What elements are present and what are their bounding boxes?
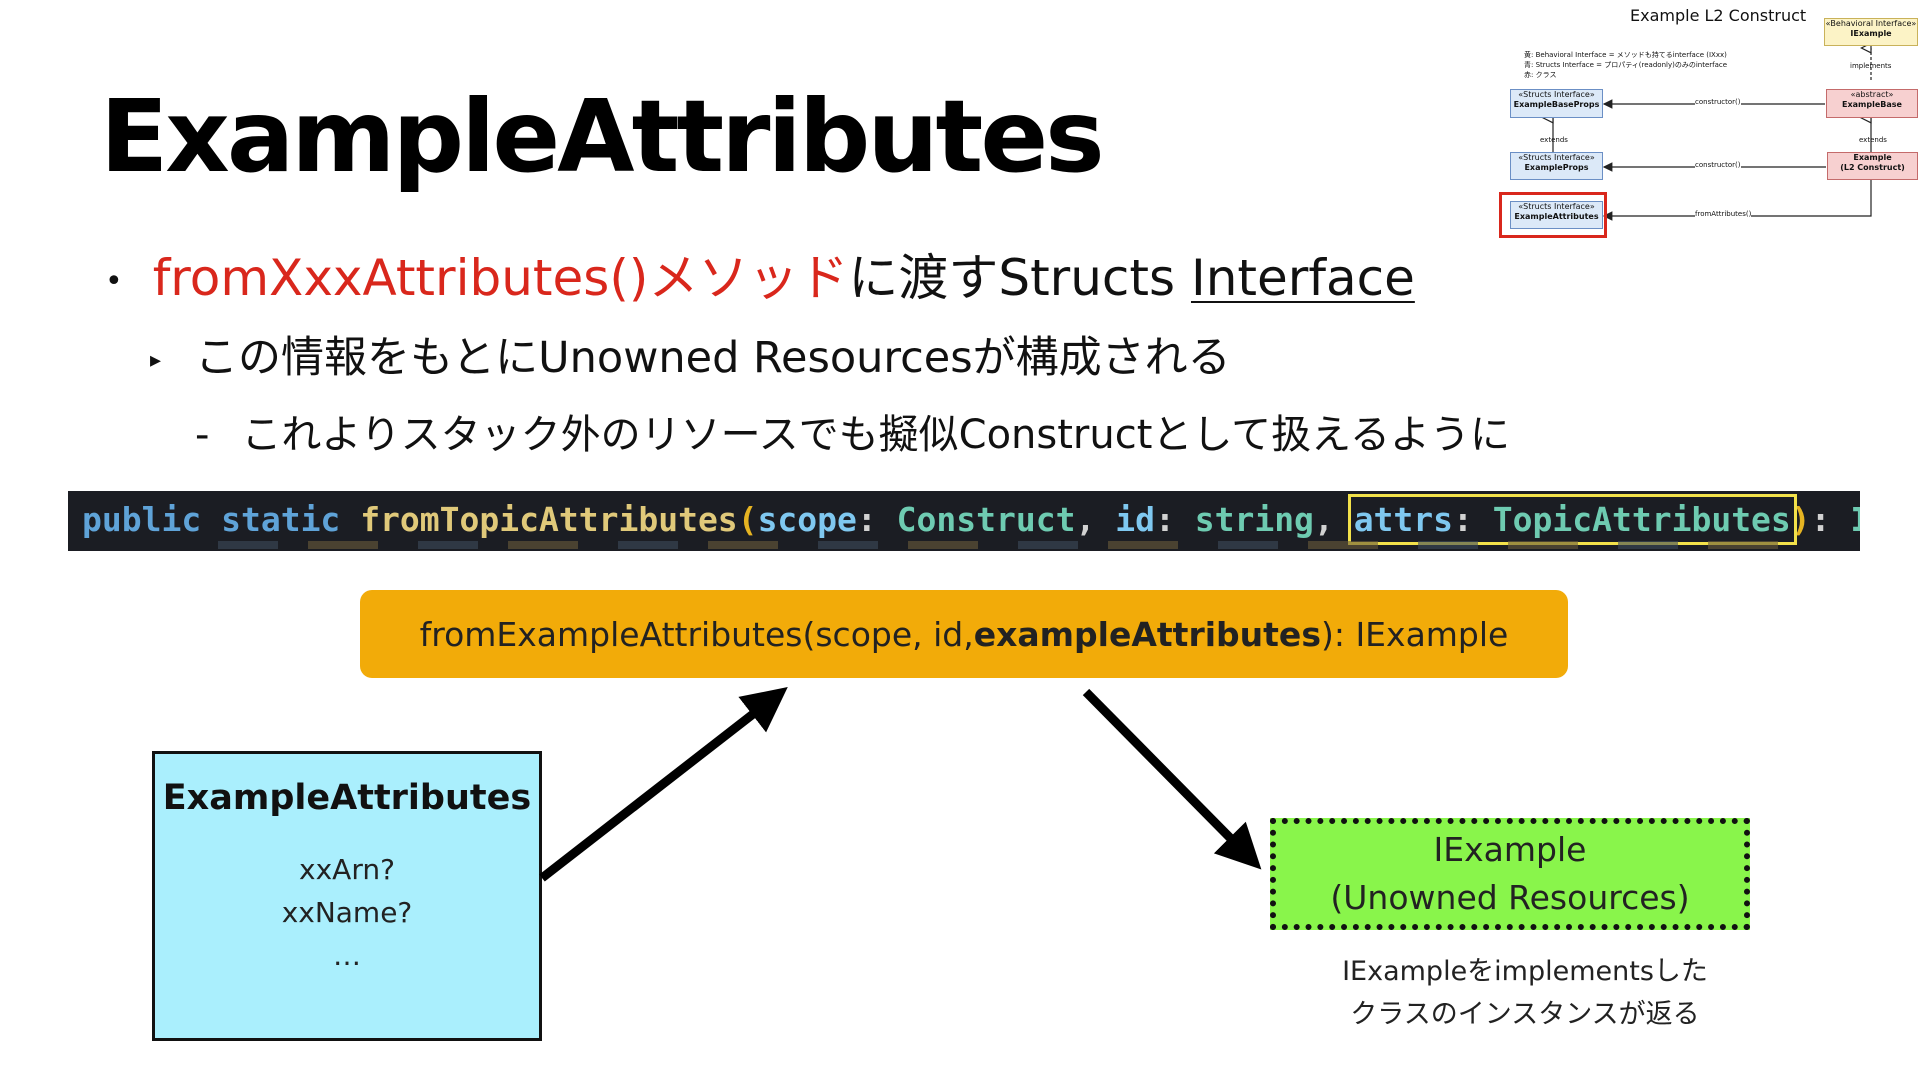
iexample-result-box: IExample (Unowned Resources) bbox=[1270, 818, 1750, 930]
thumb-label-extends: extends bbox=[1540, 136, 1568, 144]
thumb-label-constructor: constructor() bbox=[1695, 161, 1741, 169]
attribute-field: xxArn? bbox=[299, 853, 395, 886]
thumb-examplebase-box: «abstract» ExampleBase bbox=[1826, 89, 1918, 118]
thumb-label-extends: extends bbox=[1859, 136, 1887, 144]
bullet-1: • fromXxxAttributes()メソッドに渡すStructs Inter… bbox=[105, 238, 1415, 310]
bullet-3: -これよりスタック外のリソースでも擬似Constructとして扱えるように bbox=[195, 402, 1510, 460]
code-colon: : bbox=[1154, 500, 1175, 539]
legend-line: 青: Structs Interface = プロパティ(readonly)のみ… bbox=[1524, 61, 1728, 69]
thumb-label-fromattributes: fromAttributes() bbox=[1695, 210, 1752, 218]
thumb-stereotype: «Structs Interface» bbox=[1518, 90, 1595, 99]
thumb-stereotype: «abstract» bbox=[1850, 90, 1894, 99]
method-bold-param: exampleAttributes bbox=[973, 614, 1321, 654]
attributes-box: ExampleAttributes xxArn? xxName? … bbox=[152, 751, 542, 1041]
thumb-exampleattributes-box: «Structs Interface» ExampleAttributes bbox=[1510, 201, 1603, 229]
thumb-label-constructor: constructor() bbox=[1695, 98, 1741, 106]
thumb-iexample-box: «Behavioral Interface» IExample bbox=[1824, 18, 1918, 46]
iexample-caption: IExampleをimplementsした クラスのインスタンスが返る bbox=[1260, 950, 1790, 1036]
code-colon: : bbox=[1453, 500, 1473, 539]
code-colon: : bbox=[856, 500, 877, 539]
thumb-stereotype: «Structs Interface» bbox=[1518, 153, 1595, 162]
code-highlight-attrs: attrs: TopicAttributes bbox=[1347, 494, 1797, 545]
code-next-line-cropped bbox=[218, 541, 1818, 549]
code-param-id: id bbox=[1115, 500, 1155, 539]
thumb-exampleprops-box: «Structs Interface» ExampleProps bbox=[1510, 152, 1603, 180]
attribute-field: xxName? bbox=[281, 896, 413, 929]
code-method-name: fromTopicAttributes bbox=[360, 500, 738, 539]
thumb-highlight-frame bbox=[1499, 192, 1607, 238]
bullet-1-text: に渡すStructs bbox=[848, 249, 1191, 307]
code-keyword-public: public bbox=[82, 500, 202, 539]
code-colon: : bbox=[1810, 500, 1831, 539]
code-param-scope: scope bbox=[757, 500, 857, 539]
thumb-examplebaseprops-box: «Structs Interface» ExampleBaseProps bbox=[1510, 89, 1603, 118]
thumbnail-legend: 黄: Behavioral Interface = メソッドも持てるinterf… bbox=[1524, 50, 1727, 80]
iexample-result-subtitle: (Unowned Resources) bbox=[1330, 878, 1690, 917]
code-snippet: public static fromTopicAttributes(scope:… bbox=[68, 491, 1860, 551]
code-keyword-static: static bbox=[221, 500, 341, 539]
code-open-paren: ( bbox=[737, 500, 758, 539]
thumb-box-name: ExampleProps bbox=[1524, 163, 1589, 172]
bullet-1-red-text: fromXxxAttributes()メソッド bbox=[152, 249, 849, 307]
bullet-2-text: この情報をもとにUnowned Resourcesが構成される bbox=[195, 333, 1231, 383]
attributes-box-title: ExampleAttributes bbox=[162, 778, 532, 818]
thumb-stereotype: «Structs Interface» bbox=[1518, 202, 1595, 211]
code-type-string: string bbox=[1194, 500, 1314, 539]
arrow-attributes-to-method bbox=[539, 687, 788, 882]
code-comma: , bbox=[1075, 500, 1096, 539]
thumb-label-implements: implements bbox=[1850, 62, 1892, 70]
thumb-box-name: Example bbox=[1853, 153, 1892, 162]
bullet-3-text: これよりスタック外のリソースでも擬似Constructとして扱えるように bbox=[241, 412, 1510, 458]
method-prefix: fromExampleAttributes(scope, id, bbox=[419, 614, 974, 654]
bullet-2: ▸ この情報をもとにUnowned Resourcesが構成される bbox=[150, 323, 1231, 385]
code-line: public static fromTopicAttributes(scope:… bbox=[82, 494, 1860, 545]
bullet-dash: - bbox=[195, 412, 210, 458]
arrow-method-to-result bbox=[1082, 688, 1262, 870]
thumb-box-name: ExampleAttributes bbox=[1514, 212, 1599, 221]
slide-title: ExampleAttributes bbox=[100, 78, 1105, 195]
thumb-box-name: ExampleBase bbox=[1842, 100, 1902, 109]
code-type-topic-attributes: TopicAttributes bbox=[1492, 500, 1791, 539]
code-type-construct: Construct bbox=[896, 500, 1076, 539]
bullet-dot: • bbox=[105, 264, 123, 299]
code-param-attrs: attrs bbox=[1353, 500, 1454, 539]
attribute-field: … bbox=[333, 939, 361, 972]
code-comma: , bbox=[1313, 500, 1334, 539]
thumb-box-name: IExample bbox=[1850, 29, 1892, 38]
legend-line: 赤: クラス bbox=[1524, 71, 1557, 79]
method-suffix: ): IExample bbox=[1320, 614, 1509, 654]
code-return-type: ITopic bbox=[1850, 500, 1860, 539]
bullet-1-underlined: Interface bbox=[1190, 249, 1415, 307]
iexample-result-name: IExample bbox=[1433, 830, 1587, 869]
code-close-paren: ) bbox=[1790, 500, 1811, 539]
bullet-triangle: ▸ bbox=[150, 348, 162, 373]
caption-line-1: IExampleをimplementsした bbox=[1342, 956, 1708, 987]
thumb-box-sub: (L2 Construct) bbox=[1840, 163, 1905, 172]
method-signature-box: fromExampleAttributes(scope, id, example… bbox=[360, 590, 1568, 678]
attributes-field-list: xxArn? xxName? … bbox=[155, 848, 539, 977]
legend-line: 黄: Behavioral Interface = メソッドも持てるinterf… bbox=[1524, 51, 1727, 59]
thumb-example-box: Example (L2 Construct) bbox=[1827, 152, 1918, 180]
caption-line-2: クラスのインスタンスが返る bbox=[1350, 999, 1700, 1030]
thumb-box-name: ExampleBaseProps bbox=[1513, 100, 1600, 109]
thumbnail-title: Example L2 Construct bbox=[1630, 6, 1807, 25]
thumb-stereotype: «Behavioral Interface» bbox=[1825, 19, 1917, 28]
